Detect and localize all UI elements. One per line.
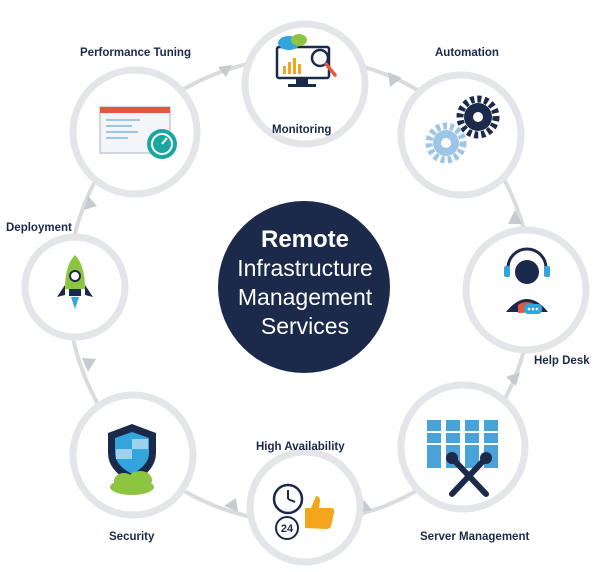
node-high-availability: 24: [246, 448, 364, 566]
gears-icon: [425, 95, 500, 164]
arrow-monitoring-to-automation: [388, 72, 402, 87]
cycle-arrows: [82, 65, 522, 513]
label-performance-tuning: Performance Tuning: [80, 47, 191, 59]
rocket-icon: [57, 255, 93, 309]
clock-thumbs-up-icon: 24: [272, 483, 335, 540]
node-circle: [246, 448, 364, 566]
node-circle: [397, 71, 525, 199]
label-high-availability: High Availability: [256, 441, 345, 453]
node-help-desk: [462, 226, 590, 354]
node-security: [69, 391, 197, 519]
node-performance-tuning: [69, 66, 201, 198]
availability-badge-text: 24: [281, 523, 294, 535]
label-automation: Automation: [435, 47, 499, 59]
arrow-automation-to-helpdesk: [508, 210, 522, 224]
node-server-management: [397, 381, 529, 513]
arrow-security-to-deployment: [82, 358, 96, 372]
arrow-availability-to-security: [224, 498, 238, 512]
node-monitoring: [241, 20, 369, 148]
label-deployment: Deployment: [6, 222, 72, 234]
arrow-helpdesk-to-server: [506, 372, 520, 386]
servers-tools-icon: [427, 420, 498, 497]
center-line-2: Management: [237, 284, 373, 310]
label-monitoring: Monitoring: [272, 124, 332, 136]
arrow-performance-to-monitoring: [218, 65, 232, 77]
label-server-management: Server Management: [420, 531, 530, 543]
node-circle: [462, 226, 590, 354]
node-circle: [397, 381, 529, 513]
label-security: Security: [109, 531, 155, 543]
label-help-desk: Help Desk: [534, 355, 590, 367]
center-line-3: Services: [260, 313, 350, 339]
shield-cloud-icon: [108, 424, 156, 495]
node-deployment: [21, 233, 129, 341]
center-title: Remote: [260, 226, 350, 253]
support-agent-icon: [504, 247, 550, 314]
arrow-deployment-to-performance: [84, 196, 97, 210]
node-automation: [397, 71, 525, 199]
dashboard-gauge-icon: [99, 106, 177, 159]
monitor-analytics-icon: [275, 34, 337, 87]
center-title-block: Remote Infrastructure Management Service…: [220, 225, 390, 341]
center-line-1: Infrastructure: [237, 255, 373, 281]
center-circle: [218, 201, 390, 373]
